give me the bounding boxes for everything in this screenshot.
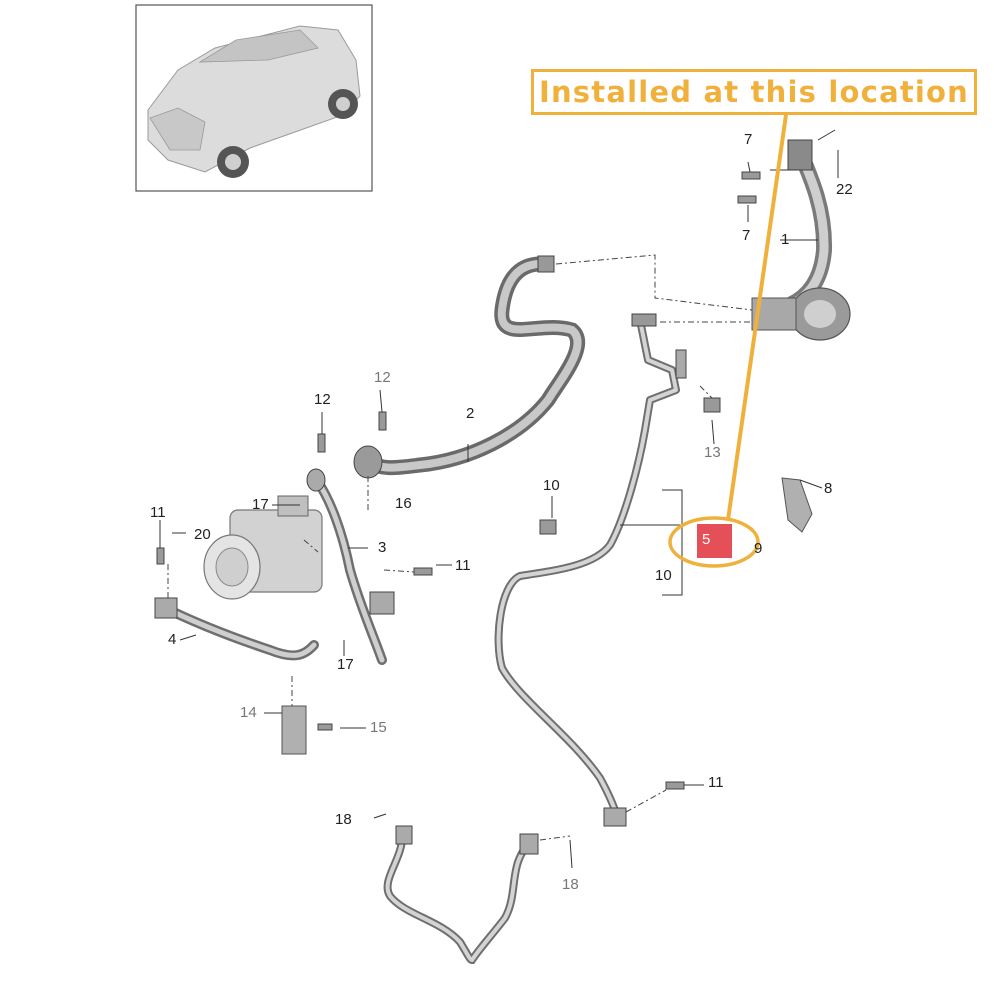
banner-text: Installed at this location — [538, 75, 970, 109]
callout-16: 16 — [395, 495, 412, 512]
callout-20: 20 — [194, 526, 211, 543]
part-1-hose — [751, 139, 851, 341]
callout-22: 22 — [836, 181, 853, 198]
connection-dash-lines — [167, 254, 753, 841]
callout-1: 1 — [781, 231, 790, 248]
vehicle-thumbnail-icon — [135, 4, 373, 192]
callout-12b: 12 — [314, 391, 331, 408]
installation-highlight — [668, 114, 788, 568]
callout-4: 4 — [168, 631, 177, 648]
callout-7a: 7 — [744, 131, 753, 148]
callout-17b: 17 — [337, 656, 354, 673]
part-10-line — [494, 313, 687, 827]
callout-12a: 12 — [374, 369, 391, 386]
callout-18b: 18 — [562, 876, 579, 893]
callout-13: 13 — [704, 444, 721, 461]
part-8-bracket — [781, 477, 813, 533]
callout-11a: 11 — [150, 504, 166, 521]
callout-15: 15 — [370, 719, 387, 736]
callout-11c: 11 — [708, 774, 724, 791]
part-4-hose — [154, 597, 319, 661]
callout-10a: 10 — [543, 477, 560, 494]
callout-9: 9 — [754, 540, 763, 557]
ac-compressor-icon — [203, 495, 323, 600]
callout-18a: 18 — [335, 811, 352, 828]
callout-8: 8 — [824, 480, 833, 497]
callout-5: 5 — [702, 531, 711, 548]
part-18-line — [383, 825, 539, 965]
part-5-marker — [697, 524, 732, 558]
callout-3: 3 — [378, 539, 387, 556]
callout-11b: 11 — [455, 557, 471, 574]
callout-7b: 7 — [742, 227, 751, 244]
part-3-hose — [306, 468, 395, 665]
callout-2: 2 — [466, 405, 475, 422]
callout-14: 14 — [240, 704, 257, 721]
callout-17a: 17 — [252, 496, 269, 513]
installation-location-banner: Installed at this location — [531, 69, 977, 115]
part-2-hose — [353, 255, 586, 479]
callout-10b: 10 — [655, 567, 672, 584]
bolt-icons — [156, 171, 761, 790]
part-14-bracket — [281, 705, 307, 755]
part-13-clip — [703, 397, 721, 413]
